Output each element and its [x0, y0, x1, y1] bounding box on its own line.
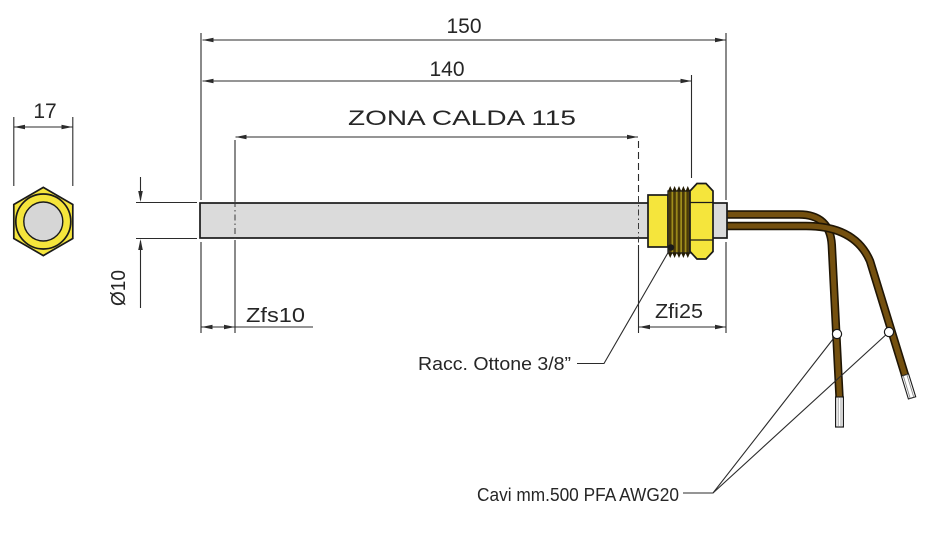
cold-zone-tip-value: Zfs10: [246, 305, 305, 327]
wire-2-outline: [727, 221, 910, 377]
heater-rod: [199, 196, 728, 245]
overall-length-value: 150: [446, 15, 481, 38]
cables: [727, 210, 917, 428]
diameter-value: Ø10: [108, 270, 130, 306]
rod-body: [199, 202, 728, 239]
wire-1-stripped-tip: [834, 396, 844, 428]
fitting-threads: [667, 186, 691, 258]
thread-teeth-top: [668, 186, 691, 191]
dim-hot-zone: ZONA CALDA 115: [235, 107, 638, 140]
fitting-collar: [647, 194, 669, 248]
leader-dot: [667, 244, 675, 251]
thread-teeth-bottom: [668, 253, 691, 258]
dim-body-length: 140: [202, 58, 692, 84]
brass-fitting: [647, 182, 714, 260]
wire-1-marker: [831, 328, 843, 340]
dim-overall-length: 150: [202, 15, 726, 43]
fitting-annotation: Racc. Ottone 3/8”: [418, 244, 675, 374]
fitting-hex-nut: [689, 182, 714, 260]
wire-1-outline: [727, 210, 844, 398]
dimensions: 150 140 ZONA CALDA 115 Zfs10 Zfi: [108, 15, 727, 333]
end-view: 17: [12, 100, 74, 257]
dim-cold-zone-tip: Zfs10: [201, 305, 313, 330]
wire-1: [727, 211, 843, 398]
dim-cold-zone-flange: Zfi25: [639, 301, 726, 330]
hot-zone-value: ZONA CALDA 115: [348, 107, 576, 130]
fitting-label: Racc. Ottone 3/8”: [418, 353, 571, 374]
wire-2-marker: [883, 326, 895, 338]
annotations: Racc. Ottone 3/8” Cavi mm.500 PFA AWG20: [418, 244, 895, 505]
dim-diameter: Ø10: [108, 177, 143, 308]
wire-2: [727, 223, 908, 376]
hex-width-value: 17: [33, 100, 56, 123]
dim-hex-width: 17: [13, 100, 74, 186]
body-length-value: 140: [429, 58, 464, 81]
wire-2-stripped-tip: [900, 373, 917, 400]
rod-cross-section: [23, 201, 64, 242]
cables-label: Cavi mm.500 PFA AWG20: [477, 484, 679, 505]
cold-zone-flange-value: Zfi25: [655, 301, 703, 323]
cables-annotation: Cavi mm.500 PFA AWG20: [477, 326, 895, 505]
